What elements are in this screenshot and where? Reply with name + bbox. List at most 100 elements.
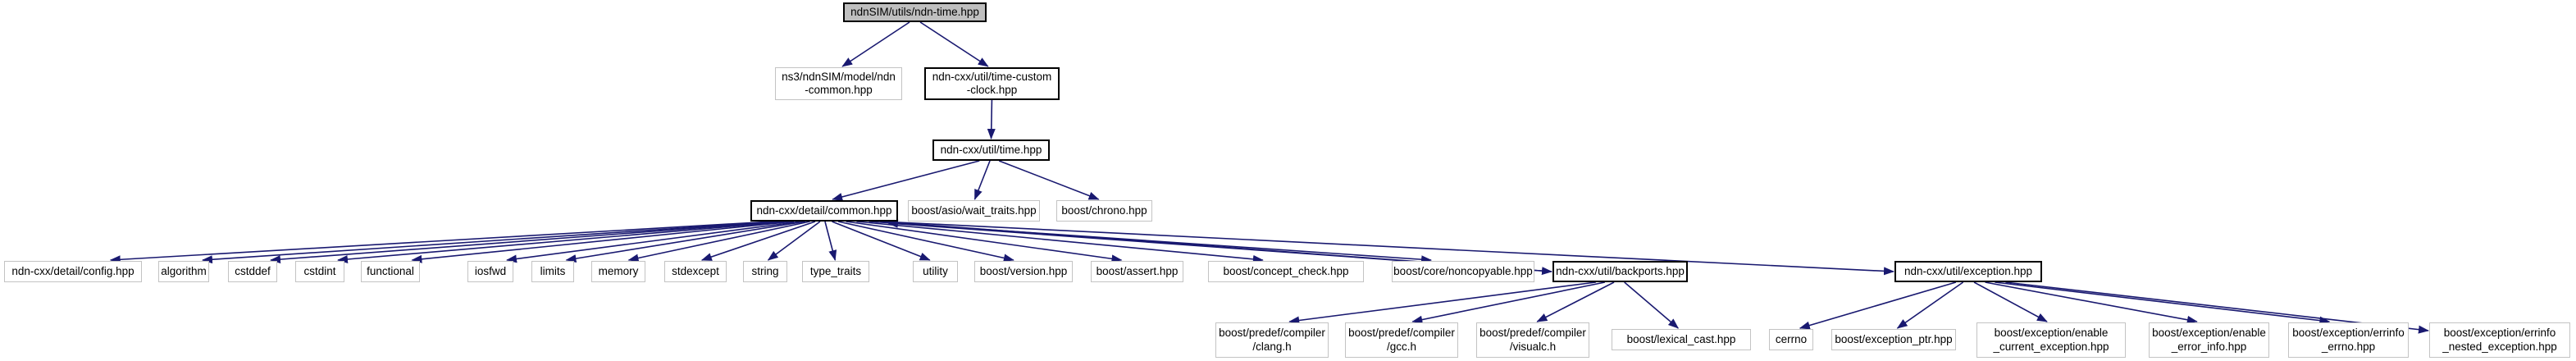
graph-node-label: boost/exception_ptr.hpp: [1835, 332, 1953, 345]
edge-backports-clang: [1288, 281, 1596, 325]
graph-node-ns3common: ns3/ndnSIM/model/ndn-common.hpp: [775, 67, 902, 100]
graph-node-label: /clang.h: [1252, 340, 1292, 353]
graph-node-waittraits: boost/asio/wait_traits.hpp: [908, 200, 1040, 222]
graph-node-backports[interactable]: ndn-cxx/util/backports.hpp: [1552, 261, 1688, 282]
edge-backports-visualc: [1536, 281, 1615, 322]
graph-node-string: string: [743, 261, 787, 282]
graph-node-cstddef: cstddef: [228, 261, 277, 282]
graph-node-exception[interactable]: ndn-cxx/util/exception.hpp: [1894, 261, 2042, 282]
graph-node-label: /gcc.h: [1386, 340, 1417, 353]
edge-common-bassert: [846, 221, 1123, 263]
edge-common-string: [767, 221, 821, 261]
edge-exception-enablecur: [1973, 281, 2048, 322]
graph-node-label: boost/exception/enable: [2152, 327, 2266, 339]
graph-node-label: _errno.hpp: [2321, 340, 2376, 353]
graph-node-label: boost/predef/compiler: [1479, 327, 1586, 339]
graph-node-exceptionptr: boost/exception_ptr.hpp: [1831, 329, 1956, 350]
graph-node-label: ndn-cxx/util/time-custom: [932, 70, 1052, 83]
edge-time-waittraits: [973, 160, 991, 200]
edge-common-exception: [881, 221, 1894, 276]
graph-node-cerrno: cerrno: [1769, 329, 1813, 350]
graph-node-label: _error_info.hpp: [2171, 340, 2247, 353]
graph-node-bassert: boost/assert.hpp: [1091, 261, 1183, 282]
graph-node-label: ndn-cxx/util/exception.hpp: [1904, 264, 2033, 277]
graph-node-label: _current_exception.hpp: [1993, 340, 2109, 353]
graph-node-enableerr: boost/exception/enable_error_info.hpp: [2149, 322, 2269, 358]
graph-node-label: memory: [598, 264, 639, 277]
graph-node-memory: memory: [591, 261, 645, 282]
edge-common-cstddef: [270, 221, 785, 264]
graph-node-label: boost/asio/wait_traits.hpp: [911, 203, 1037, 217]
graph-node-label: boost/lexical_cast.hpp: [1626, 332, 1736, 345]
edge-root-customclock: [919, 21, 989, 67]
graph-node-algorithm: algorithm: [158, 261, 209, 282]
graph-node-label: ndn-cxx/util/time.hpp: [940, 143, 1042, 156]
edge-backports-gcc: [1411, 281, 1606, 324]
graph-node-label: functional: [367, 264, 414, 277]
graph-node-visualc: boost/predef/compiler/visualc.h: [1476, 322, 1589, 358]
graph-node-errnested: boost/exception/errinfo_nested_exception…: [2429, 322, 2570, 358]
edge-common-cstdint: [337, 221, 790, 263]
graph-node-label: _nested_exception.hpp: [2442, 340, 2557, 353]
graph-node-customclock[interactable]: ndn-cxx/util/time-custom-clock.hpp: [924, 67, 1060, 100]
graph-node-label: boost/concept_check.hpp: [1223, 264, 1349, 277]
edge-common-algorithm: [202, 221, 780, 264]
edge-common-functional: [411, 221, 795, 263]
graph-node-label: type_traits: [809, 264, 862, 277]
graph-node-label: iosfwd: [474, 264, 507, 277]
graph-node-label: boost/version.hpp: [979, 264, 1068, 277]
graph-node-time[interactable]: ndn-cxx/util/time.hpp: [932, 139, 1050, 161]
edge-root-ns3common: [841, 21, 910, 67]
edge-common-bversion: [837, 221, 1014, 263]
graph-node-label: ndn-cxx/detail/config.hpp: [11, 264, 134, 277]
edge-common-typetraits: [824, 221, 837, 261]
graph-node-label: -clock.hpp: [966, 84, 1018, 96]
graph-node-label: boost/predef/compiler: [1348, 327, 1455, 339]
graph-node-label: algorithm: [161, 264, 207, 277]
graph-node-common[interactable]: ndn-cxx/detail/common.hpp: [750, 200, 898, 222]
edge-backports-lexical: [1624, 281, 1680, 329]
edge-time-chrono: [998, 160, 1100, 200]
edge-common-config: [109, 221, 772, 264]
graph-node-label: ndn-cxx/util/backports.hpp: [1556, 264, 1685, 277]
graph-node-label: boost/exception/errinfo: [2292, 327, 2405, 339]
edge-exception-exceptionptr: [1896, 281, 1964, 329]
edge-common-iosfwd: [506, 221, 801, 263]
graph-node-label: cstdint: [303, 264, 336, 277]
graph-node-label: boost/chrono.hpp: [1061, 203, 1147, 217]
graph-node-label: ndn-cxx/detail/common.hpp: [756, 203, 892, 217]
edge-common-memory: [627, 221, 810, 263]
edge-exception-cerrno: [1799, 281, 1957, 330]
graph-node-typetraits: type_traits: [802, 261, 869, 282]
graph-node-cstdint: cstdint: [295, 261, 344, 282]
graph-node-chrono: boost/chrono.hpp: [1056, 200, 1152, 222]
graph-node-gcc: boost/predef/compiler/gcc.h: [1345, 322, 1458, 358]
graph-node-label: cstddef: [235, 264, 271, 277]
graph-node-label: boost/exception/enable: [1994, 327, 2109, 339]
graph-node-label: boost/assert.hpp: [1096, 264, 1179, 277]
graph-node-label: string: [751, 264, 779, 277]
edge-exception-errerrno: [1995, 281, 2331, 325]
graph-node-label: boost/predef/compiler: [1219, 327, 1325, 339]
edge-time-common: [832, 160, 980, 201]
graph-node-iosfwd: iosfwd: [467, 261, 513, 282]
graph-node-utility: utility: [913, 261, 958, 282]
graph-node-errerrno: boost/exception/errinfo_errno.hpp: [2288, 322, 2409, 358]
graph-node-config: ndn-cxx/detail/config.hpp: [4, 261, 142, 282]
graph-node-label: boost/core/noncopyable.hpp: [1393, 264, 1533, 277]
graph-node-label: ns3/ndnSIM/model/ndn: [782, 70, 896, 83]
graph-node-bconcept: boost/concept_check.hpp: [1208, 261, 1364, 282]
graph-node-root: ndnSIM/utils/ndn-time.hpp: [843, 2, 987, 22]
graph-node-label: boost/exception/errinfo: [2443, 327, 2556, 339]
graph-node-label: cerrno: [1775, 332, 1808, 345]
graph-node-label: stdexcept: [672, 264, 719, 277]
graph-node-label: utility: [923, 264, 948, 277]
graph-node-label: /visualc.h: [1509, 340, 1557, 353]
graph-node-limits: limits: [531, 261, 574, 282]
edge-common-bconcept: [856, 221, 1264, 263]
graph-node-bnoncopy: boost/core/noncopyable.hpp: [1392, 261, 1534, 282]
edge-common-limits: [565, 221, 805, 263]
graph-node-enablecur: boost/exception/enable_current_exception…: [1976, 322, 2126, 358]
